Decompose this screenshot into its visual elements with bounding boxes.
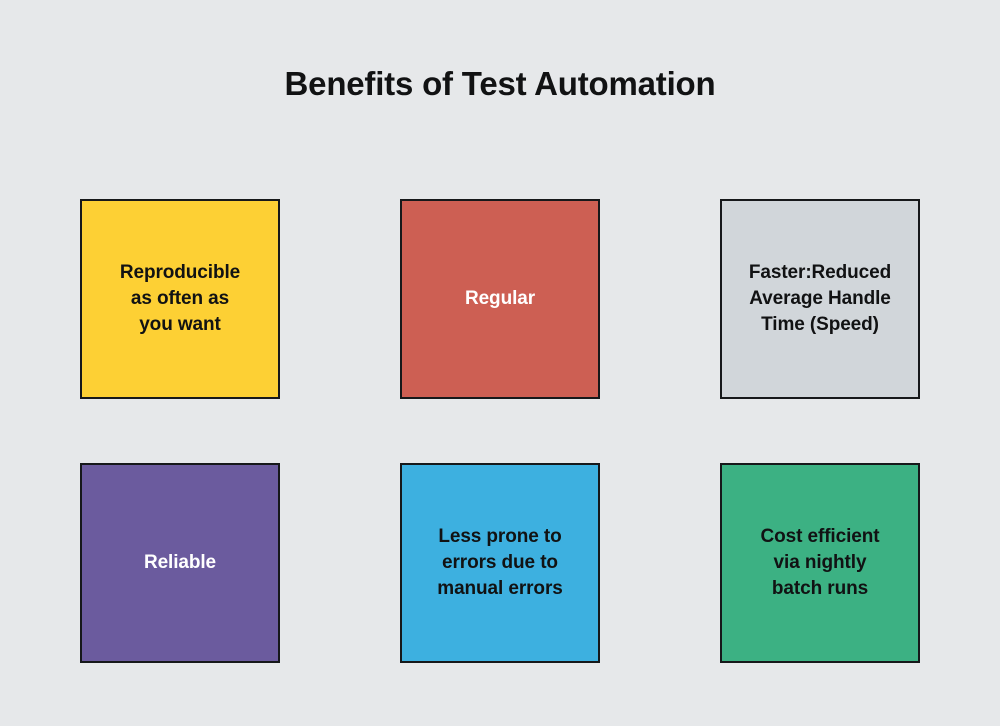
- benefit-card-label: Reliable: [143, 552, 217, 573]
- page-title: Benefits of Test Automation: [284, 65, 716, 102]
- benefit-card-reliable: Reliable: [80, 463, 280, 663]
- benefit-card-label: Less prone to errors due to manual error…: [437, 526, 563, 599]
- benefit-card-label: Cost efficient via nightly batch runs: [760, 526, 880, 599]
- benefit-card-cost-efficient: Cost efficient via nightly batch runs: [720, 463, 920, 663]
- benefit-card-grid: Reproducible as often as you want Regula…: [80, 199, 920, 663]
- benefit-card-regular: Regular: [400, 199, 600, 399]
- benefit-card-label: Faster:Reduced Average Handle Time (Spee…: [748, 262, 892, 335]
- benefit-card-less-prone-to-errors: Less prone to errors due to manual error…: [400, 463, 600, 663]
- benefit-card-reproducible: Reproducible as often as you want: [80, 199, 280, 399]
- benefit-card-faster: Faster:Reduced Average Handle Time (Spee…: [720, 199, 920, 399]
- benefit-card-label: Regular: [464, 288, 536, 309]
- benefit-card-label: Reproducible as often as you want: [119, 262, 241, 335]
